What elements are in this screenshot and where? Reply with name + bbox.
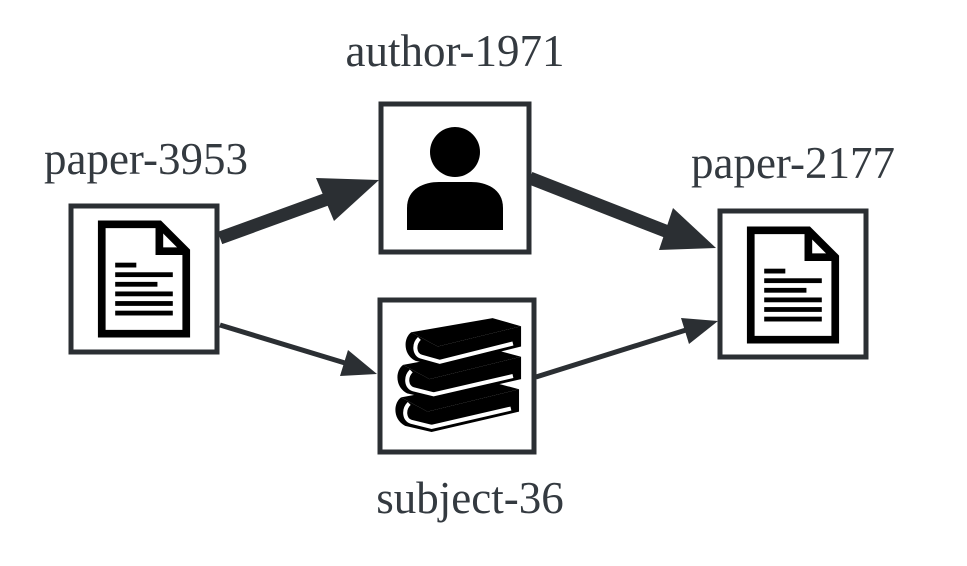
node-label-paper-2177: paper-2177 — [691, 138, 895, 188]
node-label-paper-3953: paper-3953 — [44, 134, 248, 184]
node-paper-2177: paper-2177 — [691, 138, 895, 360]
edges — [217, 171, 718, 380]
node-author-1971: author-1971 — [345, 26, 565, 255]
edge-paper-3953-to-subject-36 — [219, 322, 377, 376]
edge-paper-3953-to-author-1971 — [217, 178, 379, 245]
node-paper-3953: paper-3953 — [44, 134, 248, 355]
books-icon — [395, 318, 521, 432]
node-label-author-1971: author-1971 — [345, 26, 564, 76]
node-box-paper-3953 — [68, 203, 220, 355]
node-subject-36: subject-36 — [376, 297, 564, 523]
node-box-paper-2177 — [717, 208, 869, 360]
node-label-subject-36: subject-36 — [376, 473, 563, 523]
edge-subject-36-to-paper-2177 — [535, 318, 718, 380]
edge-author-1971-to-paper-2177 — [527, 171, 716, 250]
